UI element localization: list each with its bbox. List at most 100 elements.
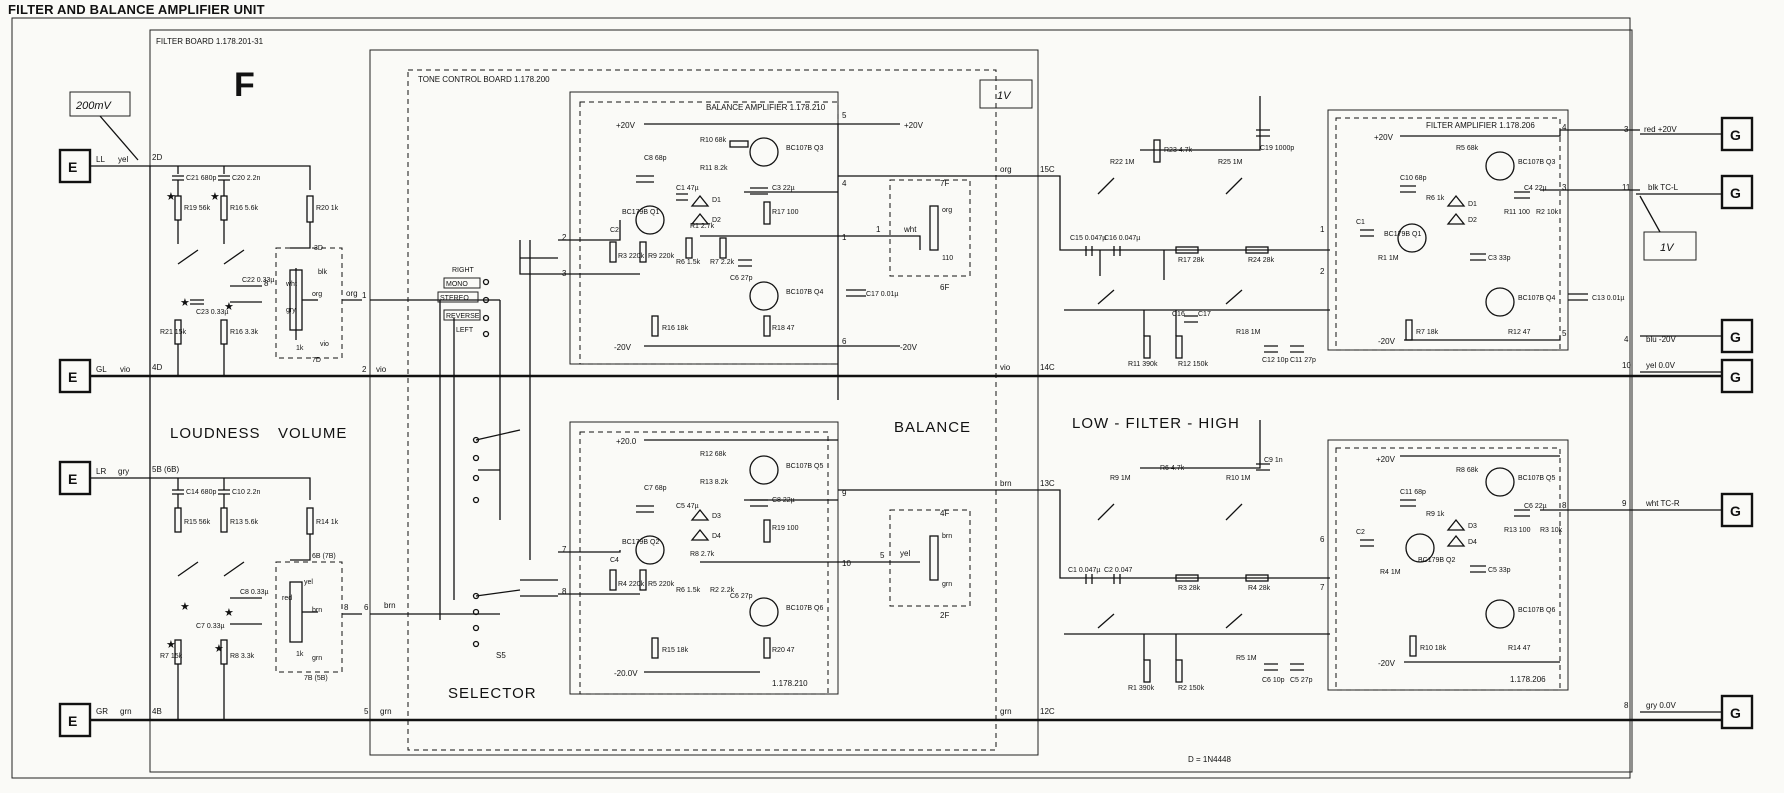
- svg-text:R9 1M: R9 1M: [1110, 475, 1131, 482]
- svg-text:★: ★: [224, 301, 234, 313]
- svg-text:★: ★: [180, 297, 190, 309]
- svg-text:C1: C1: [1356, 219, 1365, 226]
- svg-text:MONO: MONO: [446, 281, 468, 288]
- svg-text:9: 9: [1622, 499, 1627, 508]
- svg-text:R13 100: R13 100: [1504, 527, 1531, 534]
- svg-text:D4: D4: [1468, 539, 1477, 546]
- filter-amp-top: +20V 4 C10 68p R5 68k R6 1k BC179B Q1 BC…: [1320, 123, 1640, 346]
- svg-text:gry: gry: [118, 467, 129, 476]
- svg-text:C8 0.33µ: C8 0.33µ: [240, 589, 269, 596]
- svg-text:6: 6: [1320, 535, 1325, 544]
- volume-label: VOLUME: [278, 425, 347, 442]
- svg-text:C5 33p: C5 33p: [1488, 567, 1511, 574]
- svg-text:R4 220k: R4 220k: [618, 581, 645, 588]
- svg-text:BC179B Q1: BC179B Q1: [622, 209, 659, 216]
- svg-text:C14 680p: C14 680p: [186, 489, 216, 496]
- svg-text:C17 0.01µ: C17 0.01µ: [866, 291, 898, 298]
- svg-text:BC107B Q6: BC107B Q6: [1518, 607, 1555, 614]
- input-e-lr: E LR gry 5B (6B): [58, 460, 179, 496]
- svg-text:D4: D4: [712, 533, 721, 540]
- svg-text:1V: 1V: [997, 90, 1012, 102]
- selector-switch: RIGHT MONO STEREO REVERSE LEFT 2 3 7 8: [370, 233, 567, 648]
- board-letter-f: F: [234, 66, 255, 104]
- output-g-blu: G blu -20V 4: [1624, 318, 1754, 354]
- svg-text:6B (7B): 6B (7B): [312, 553, 336, 560]
- svg-text:2F: 2F: [940, 611, 949, 620]
- svg-text:3: 3: [1562, 183, 1567, 192]
- svg-text:wht: wht: [903, 225, 917, 234]
- tone-filter-bottom: R6 4.7k R9 1M R10 1M C9 1n C1 0.047µ C2 …: [1038, 420, 1330, 692]
- svg-text:R1 390k: R1 390k: [1128, 685, 1155, 692]
- svg-text:R3 220k: R3 220k: [618, 253, 645, 260]
- loudness-volume-lower: C14 680p C10 2.2n R15 56k R13 5.6k R14 1…: [150, 477, 396, 720]
- svg-text:R13 8.2k: R13 8.2k: [700, 479, 729, 486]
- filter-amp-number: 1.178.206: [1510, 675, 1546, 684]
- svg-text:G: G: [1730, 127, 1741, 143]
- svg-text:★: ★: [224, 607, 234, 619]
- svg-text:1: 1: [362, 291, 367, 300]
- tone-board-label: TONE CONTROL BOARD 1.178.200: [418, 75, 550, 84]
- svg-text:E: E: [68, 713, 77, 729]
- level-annotation-200mv: 200mV: [69, 91, 139, 161]
- svg-text:R15 18k: R15 18k: [662, 647, 689, 654]
- svg-text:7: 7: [562, 545, 567, 554]
- ground-bus-lower: grn grn 12C 5: [90, 707, 1722, 722]
- svg-text:+20V: +20V: [1376, 455, 1396, 464]
- svg-text:C5 47µ: C5 47µ: [676, 503, 699, 510]
- svg-text:R6 1.5k: R6 1.5k: [676, 587, 701, 594]
- svg-text:R19 100: R19 100: [772, 525, 799, 532]
- svg-text:RIGHT: RIGHT: [452, 267, 475, 274]
- svg-text:7B (5B): 7B (5B): [304, 675, 328, 682]
- svg-text:yel: yel: [118, 155, 128, 164]
- svg-text:org: org: [346, 289, 358, 298]
- svg-text:blk: blk: [318, 269, 327, 276]
- svg-text:R17 28k: R17 28k: [1178, 257, 1205, 264]
- svg-text:1: 1: [1320, 225, 1325, 234]
- svg-text:4: 4: [1624, 335, 1629, 344]
- tone-filter-top: R23 4.7k R22 1M R25 1M C19 1000p C15 0.0…: [1038, 96, 1330, 368]
- svg-text:110: 110: [942, 255, 953, 262]
- svg-text:gry 0.0V: gry 0.0V: [1646, 701, 1676, 710]
- s5-label: S5: [496, 651, 506, 660]
- svg-text:C16: C16: [1172, 311, 1185, 318]
- svg-text:grn: grn: [120, 707, 132, 716]
- svg-text:BC179B Q2: BC179B Q2: [622, 539, 659, 546]
- svg-text:R20 1k: R20 1k: [316, 205, 339, 212]
- svg-text:R2 150k: R2 150k: [1178, 685, 1205, 692]
- svg-text:C6 10p: C6 10p: [1262, 677, 1285, 684]
- svg-text:C3 22µ: C3 22µ: [772, 185, 795, 192]
- svg-text:C8 68p: C8 68p: [644, 155, 667, 162]
- svg-text:R8 2.7k: R8 2.7k: [690, 551, 715, 558]
- svg-text:brn: brn: [312, 607, 322, 614]
- svg-text:wht TC-R: wht TC-R: [1645, 499, 1680, 508]
- svg-text:8: 8: [1562, 501, 1567, 510]
- svg-text:G: G: [1730, 185, 1741, 201]
- svg-text:6: 6: [364, 603, 369, 612]
- svg-text:2: 2: [362, 365, 367, 374]
- svg-text:C15 0.047µ: C15 0.047µ: [1070, 235, 1106, 242]
- level-annotation-mid: 1V: [979, 79, 1033, 109]
- svg-text:grn: grn: [380, 707, 392, 716]
- level-annotation-out: 1V: [1639, 195, 1697, 261]
- svg-text:R24 28k: R24 28k: [1248, 257, 1275, 264]
- svg-text:BC107B Q3: BC107B Q3: [1518, 159, 1555, 166]
- svg-text:vio: vio: [320, 341, 329, 348]
- svg-text:R4 28k: R4 28k: [1248, 585, 1271, 592]
- filter-amp-label: FILTER AMPLIFIER 1.178.206: [1426, 121, 1535, 130]
- svg-text:C10 2.2n: C10 2.2n: [232, 489, 261, 496]
- svg-text:5: 5: [842, 111, 847, 120]
- filter-board-frame: [369, 49, 1039, 756]
- svg-text:yel: yel: [304, 579, 313, 586]
- svg-text:C17: C17: [1198, 311, 1211, 318]
- svg-text:R16 18k: R16 18k: [662, 325, 689, 332]
- output-g-gry: G gry 0.0V 8: [1624, 694, 1754, 730]
- svg-text:R2 2.2k: R2 2.2k: [710, 587, 735, 594]
- svg-text:R18 1M: R18 1M: [1236, 329, 1261, 336]
- svg-text:R7 15k: R7 15k: [160, 653, 183, 660]
- svg-text:-20V: -20V: [900, 343, 918, 352]
- svg-text:wht: wht: [285, 281, 297, 288]
- svg-text:C16 0.047µ: C16 0.047µ: [1104, 235, 1140, 242]
- output-g-blk: G blk TC-L 11: [1622, 174, 1754, 210]
- svg-text:R9 1k: R9 1k: [1426, 511, 1445, 518]
